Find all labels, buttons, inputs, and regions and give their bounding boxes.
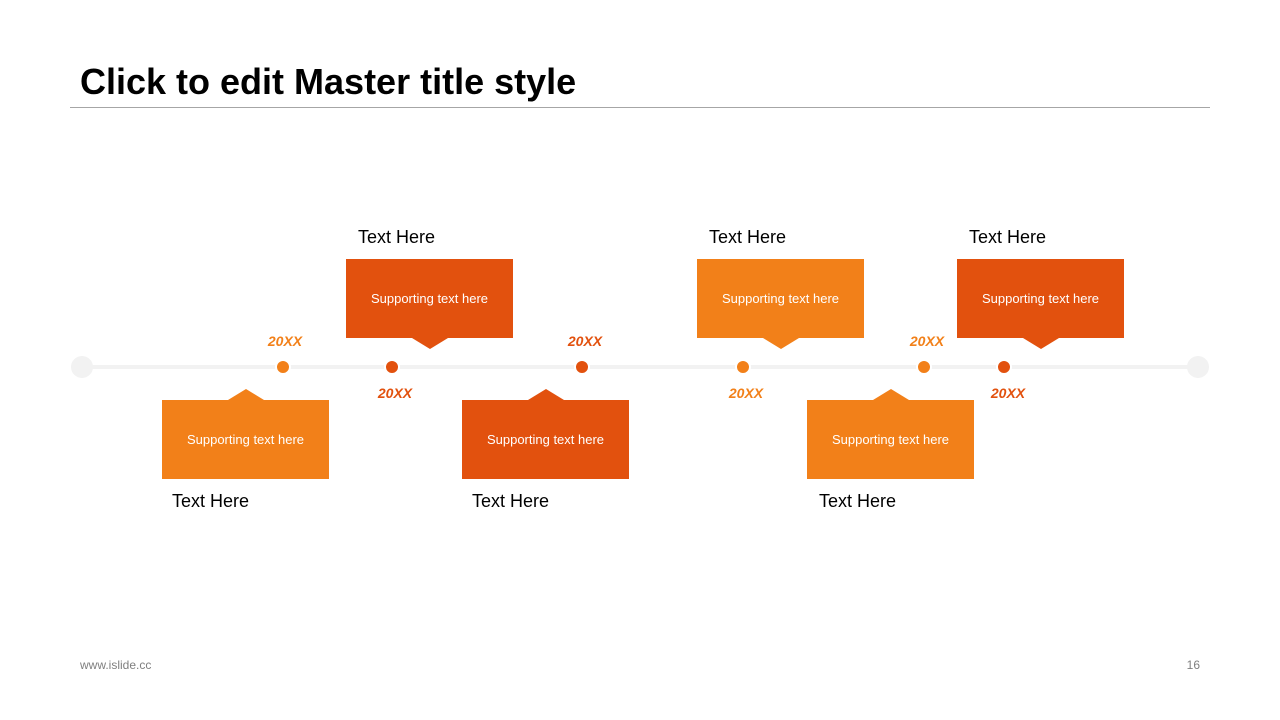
milestone-6-pointer	[1022, 338, 1059, 349]
milestone-3-dot	[574, 359, 590, 375]
milestone-1-pointer	[227, 389, 264, 400]
timeline-start-cap	[71, 356, 93, 378]
title-underline	[70, 107, 1210, 108]
milestone-6-box[interactable]: Supporting text here	[957, 259, 1124, 349]
milestone-3-box[interactable]: Supporting text here	[462, 389, 629, 479]
milestone-2-pointer	[411, 338, 448, 349]
milestone-1-year: 20XX	[267, 333, 303, 349]
milestone-2-box[interactable]: Supporting text here	[346, 259, 513, 349]
milestone-4-pointer	[762, 338, 799, 349]
timeline-track	[82, 365, 1198, 369]
milestone-6-label[interactable]: Text Here	[969, 227, 1047, 247]
milestone-4-year: 20XX	[728, 385, 764, 401]
milestone-2-dot	[384, 359, 400, 375]
milestone-5-label[interactable]: Text Here	[819, 491, 897, 511]
milestone-6-box-text: Supporting text here	[981, 291, 1100, 306]
milestone-4-label[interactable]: Text Here	[709, 227, 787, 247]
milestone-3-pointer	[527, 389, 564, 400]
slide-title[interactable]: Click to edit Master title style	[80, 61, 577, 102]
milestone-5-box-text: Supporting text here	[831, 432, 950, 447]
milestone-6-dot	[996, 359, 1012, 375]
milestone-4-box[interactable]: Supporting text here	[697, 259, 864, 349]
milestone-5-pointer	[872, 389, 909, 400]
milestone-1-box-text: Supporting text here	[186, 432, 305, 447]
milestone-3-label[interactable]: Text Here	[472, 491, 550, 511]
milestone-5-dot	[916, 359, 932, 375]
milestone-2-label[interactable]: Text Here	[358, 227, 436, 247]
milestone-2-year: 20XX	[377, 385, 413, 401]
milestone-5-box[interactable]: Supporting text here	[807, 389, 974, 479]
milestone-6-year: 20XX	[990, 385, 1026, 401]
milestone-1-box[interactable]: Supporting text here	[162, 389, 329, 479]
milestone-1-dot	[275, 359, 291, 375]
page-number: 16	[1186, 658, 1200, 672]
milestone-5-year: 20XX	[909, 333, 945, 349]
timeline-end-cap	[1187, 356, 1209, 378]
milestone-1-label[interactable]: Text Here	[172, 491, 250, 511]
milestone-2-box-text: Supporting text here	[370, 291, 489, 306]
milestone-3-box-text: Supporting text here	[486, 432, 605, 447]
milestone-4-box-text: Supporting text here	[721, 291, 840, 306]
footer-url[interactable]: www.islide.cc	[80, 658, 152, 672]
milestone-4-dot	[735, 359, 751, 375]
milestone-3-year: 20XX	[567, 333, 603, 349]
